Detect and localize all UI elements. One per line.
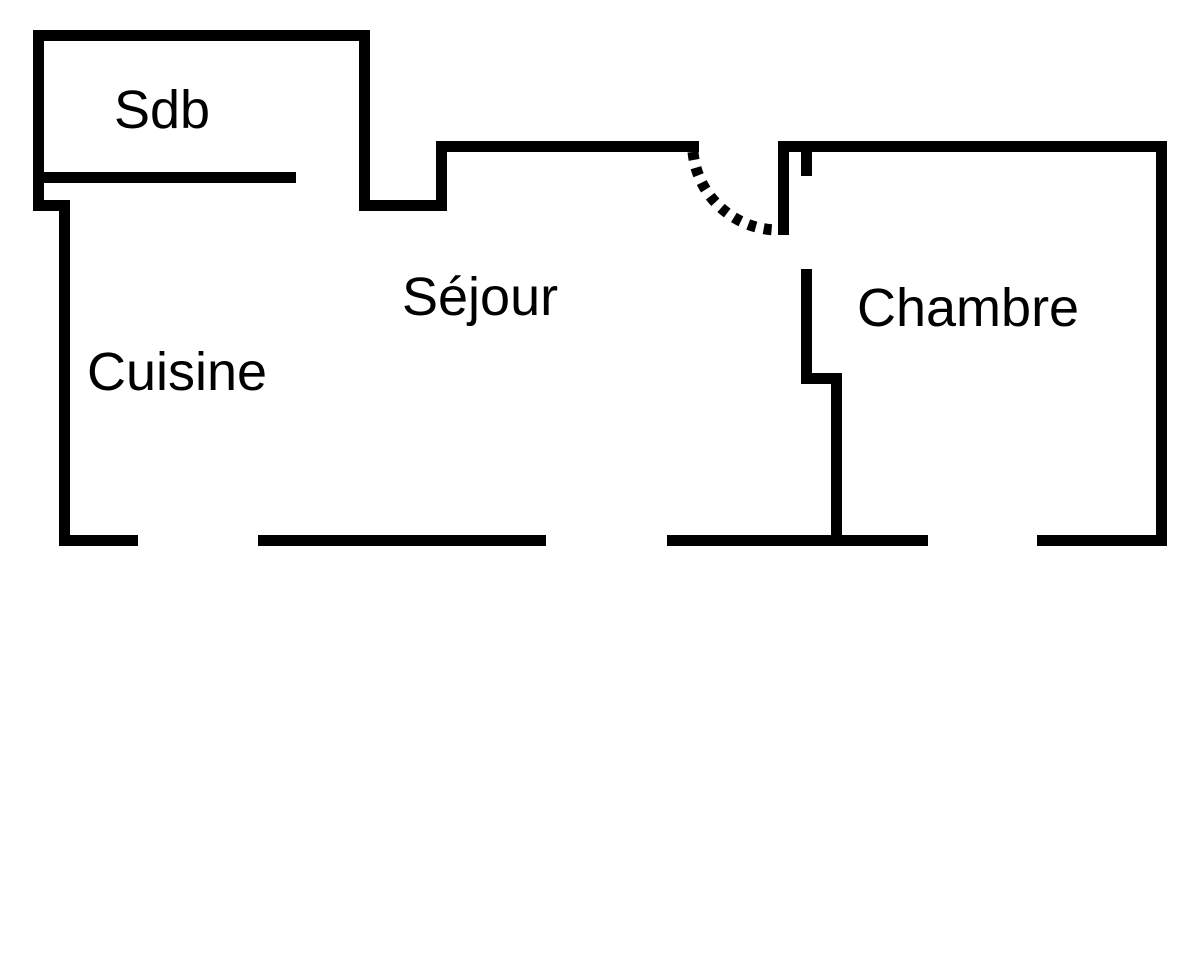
room-label-bathroom: Sdb	[114, 80, 210, 140]
room-label-kitchen: Cuisine	[87, 342, 267, 402]
room-label-living: Séjour	[402, 267, 558, 327]
wall-bedroom-partition	[801, 269, 842, 540]
wall-outer-left-top	[33, 30, 699, 540]
wall-bedroom	[778, 141, 1167, 546]
door-swing-arc	[687, 151, 778, 236]
room-label-bedroom: Chambre	[857, 278, 1079, 338]
